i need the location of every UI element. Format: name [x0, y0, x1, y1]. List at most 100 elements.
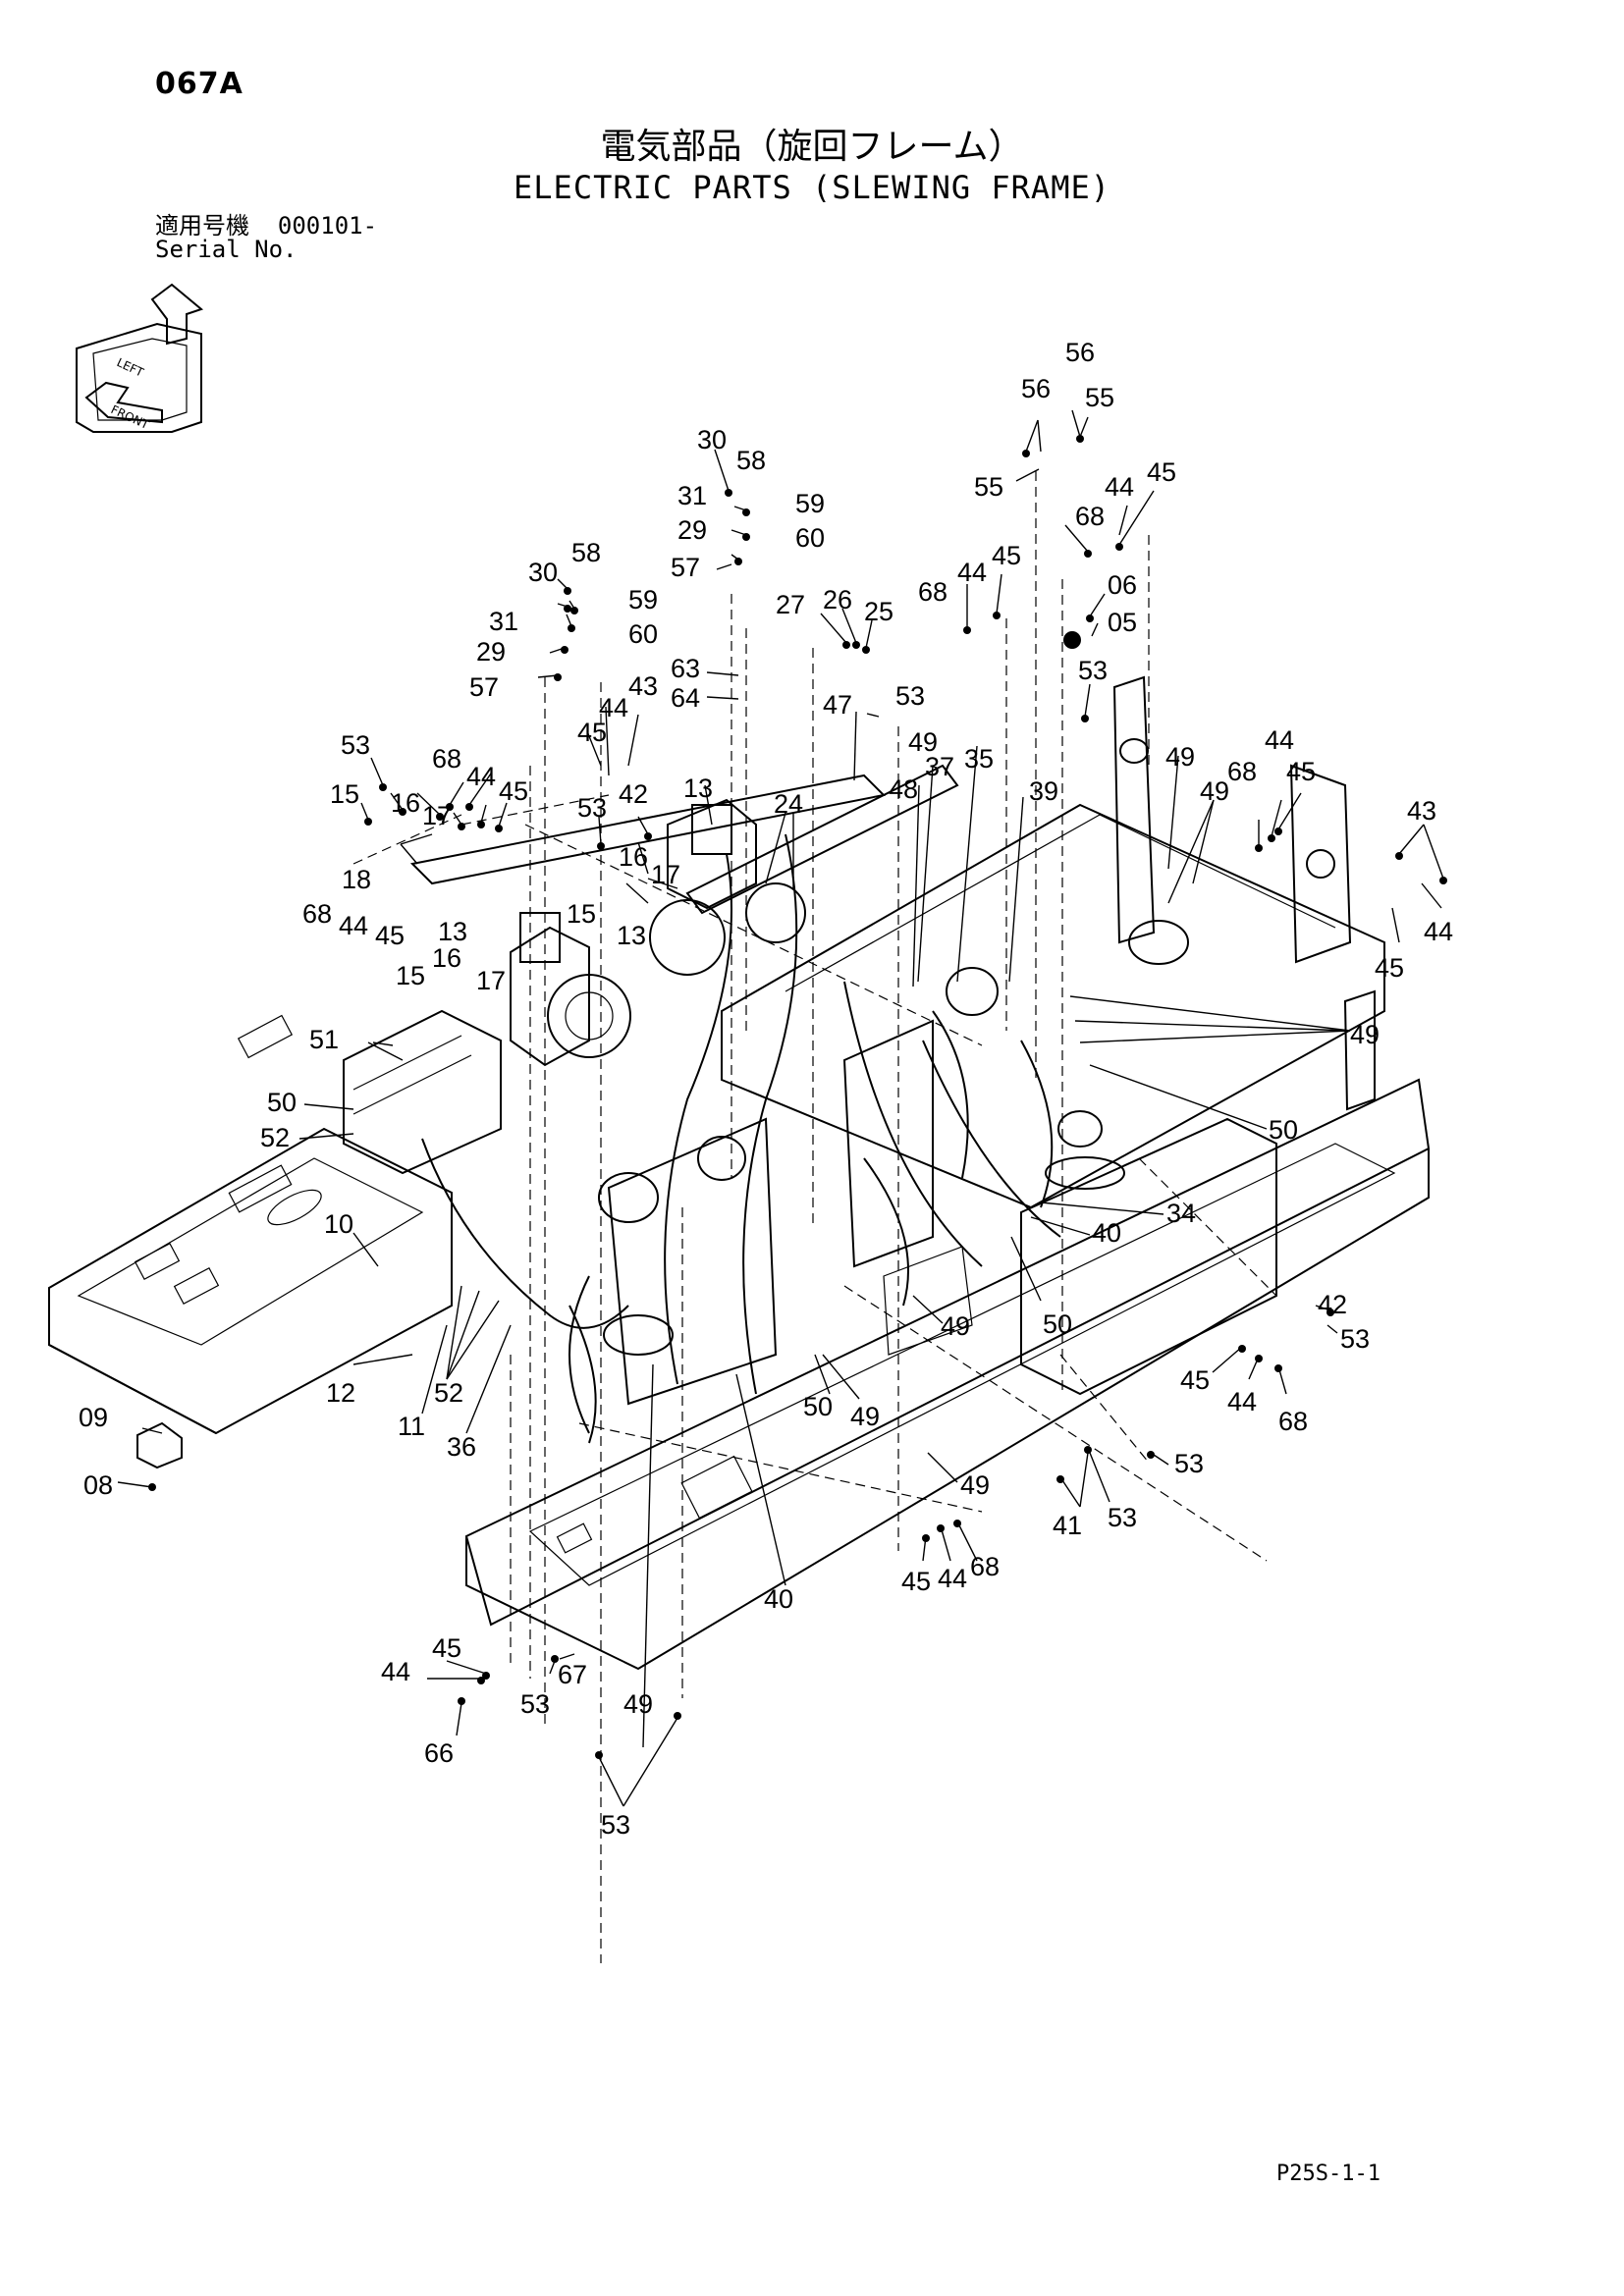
callout-53: 53 [341, 730, 370, 760]
callout-40: 40 [764, 1584, 793, 1614]
callout-53: 53 [1340, 1324, 1370, 1354]
callout-44: 44 [339, 911, 368, 940]
callout-45: 45 [1286, 757, 1316, 786]
callout-26: 26 [823, 585, 852, 614]
page-title-japanese: 電気部品（旋回フレーム） [600, 127, 1024, 167]
callout-45: 45 [992, 541, 1021, 570]
callout-53: 53 [520, 1689, 550, 1719]
callout-55: 55 [974, 472, 1003, 502]
callout-63: 63 [671, 654, 700, 683]
callout-39: 39 [1029, 776, 1058, 806]
callout-13: 13 [683, 774, 713, 803]
callout-41: 41 [1053, 1511, 1082, 1540]
callout-67: 67 [558, 1660, 587, 1689]
callout-49: 49 [850, 1402, 880, 1431]
callout-49: 49 [941, 1311, 970, 1341]
callout-34: 34 [1166, 1199, 1196, 1228]
callout-49: 49 [1200, 776, 1229, 806]
callout-45: 45 [901, 1567, 931, 1596]
callout-13: 13 [617, 921, 646, 950]
callout-18: 18 [342, 865, 371, 894]
callout-30: 30 [697, 425, 727, 454]
callout-17: 17 [422, 801, 452, 830]
callout-50: 50 [267, 1088, 297, 1117]
callout-31: 31 [489, 607, 518, 636]
callout-45: 45 [499, 776, 528, 806]
callout-17: 17 [651, 860, 680, 889]
callout-49: 49 [1350, 1020, 1380, 1049]
callout-44: 44 [1227, 1387, 1257, 1416]
callout-12: 12 [326, 1378, 355, 1408]
callout-49: 49 [1165, 742, 1195, 772]
callout-06: 06 [1108, 570, 1137, 600]
callout-68: 68 [1075, 502, 1105, 531]
callout-66: 66 [424, 1738, 454, 1768]
callout-35: 35 [964, 744, 994, 774]
callout-50: 50 [1269, 1115, 1298, 1145]
callout-56: 56 [1021, 374, 1051, 403]
callout-53: 53 [895, 681, 925, 711]
callout-labels: 56 56 55 55 30 58 31 59 29 60 57 68 44 4… [79, 338, 1453, 1840]
callout-36: 36 [447, 1432, 476, 1462]
callout-16: 16 [619, 842, 648, 872]
callout-68: 68 [918, 577, 947, 607]
callout-49: 49 [908, 727, 938, 757]
callout-09: 09 [79, 1403, 108, 1432]
callout-58: 58 [736, 446, 766, 475]
callout-16: 16 [391, 788, 420, 818]
callout-44: 44 [957, 558, 987, 587]
callout-44: 44 [466, 762, 496, 791]
callout-50: 50 [803, 1392, 833, 1421]
callout-64: 64 [671, 683, 700, 713]
callout-56: 56 [1065, 338, 1095, 367]
page-title-english: ELECTRIC PARTS (SLEWING FRAME) [514, 169, 1110, 206]
callout-44: 44 [381, 1657, 410, 1686]
callout-47: 47 [823, 690, 852, 720]
callout-60: 60 [628, 619, 658, 649]
callout-44: 44 [938, 1564, 967, 1593]
callout-10: 10 [324, 1209, 353, 1239]
callout-57: 57 [469, 672, 499, 702]
callout-16: 16 [432, 943, 461, 973]
callout-27: 27 [776, 590, 805, 619]
callout-44: 44 [1424, 917, 1453, 946]
callout-15: 15 [396, 961, 425, 990]
callout-55: 55 [1085, 383, 1114, 412]
callout-59: 59 [628, 585, 658, 614]
callout-45: 45 [1147, 457, 1176, 487]
callout-29: 29 [476, 637, 506, 667]
callout-11: 11 [398, 1412, 425, 1441]
callout-37: 37 [925, 752, 954, 781]
callout-53: 53 [577, 793, 607, 823]
callout-68: 68 [1278, 1407, 1308, 1436]
callout-48: 48 [889, 774, 918, 804]
callout-53: 53 [601, 1810, 630, 1840]
callout-58: 58 [571, 538, 601, 567]
callout-15: 15 [330, 779, 359, 809]
callout-44: 44 [1265, 725, 1294, 755]
slewing-frame-drawing [48, 471, 1431, 1963]
callout-50: 50 [1043, 1309, 1072, 1339]
callout-43: 43 [1407, 796, 1436, 826]
icon-label-left: LEFT [115, 355, 146, 380]
callout-45: 45 [375, 921, 405, 950]
callout-68: 68 [970, 1552, 1000, 1581]
serial-range: 000101- [277, 212, 378, 240]
callout-30: 30 [528, 558, 558, 587]
callout-08: 08 [83, 1470, 113, 1500]
callout-15: 15 [567, 899, 596, 929]
callout-53: 53 [1078, 656, 1108, 685]
callout-17: 17 [476, 966, 506, 995]
callout-40: 40 [1092, 1218, 1121, 1248]
callout-31: 31 [677, 481, 707, 510]
callout-51: 51 [309, 1025, 339, 1054]
callout-24: 24 [774, 789, 803, 819]
callout-05: 05 [1108, 608, 1137, 637]
callout-45: 45 [1180, 1365, 1210, 1395]
callout-68: 68 [432, 744, 461, 774]
callout-68: 68 [302, 899, 332, 929]
callout-25: 25 [864, 597, 893, 626]
machine-orientation-icon: LEFT FRONT [76, 283, 204, 433]
callout-13: 13 [438, 917, 467, 946]
page-id: 067A [155, 67, 244, 101]
